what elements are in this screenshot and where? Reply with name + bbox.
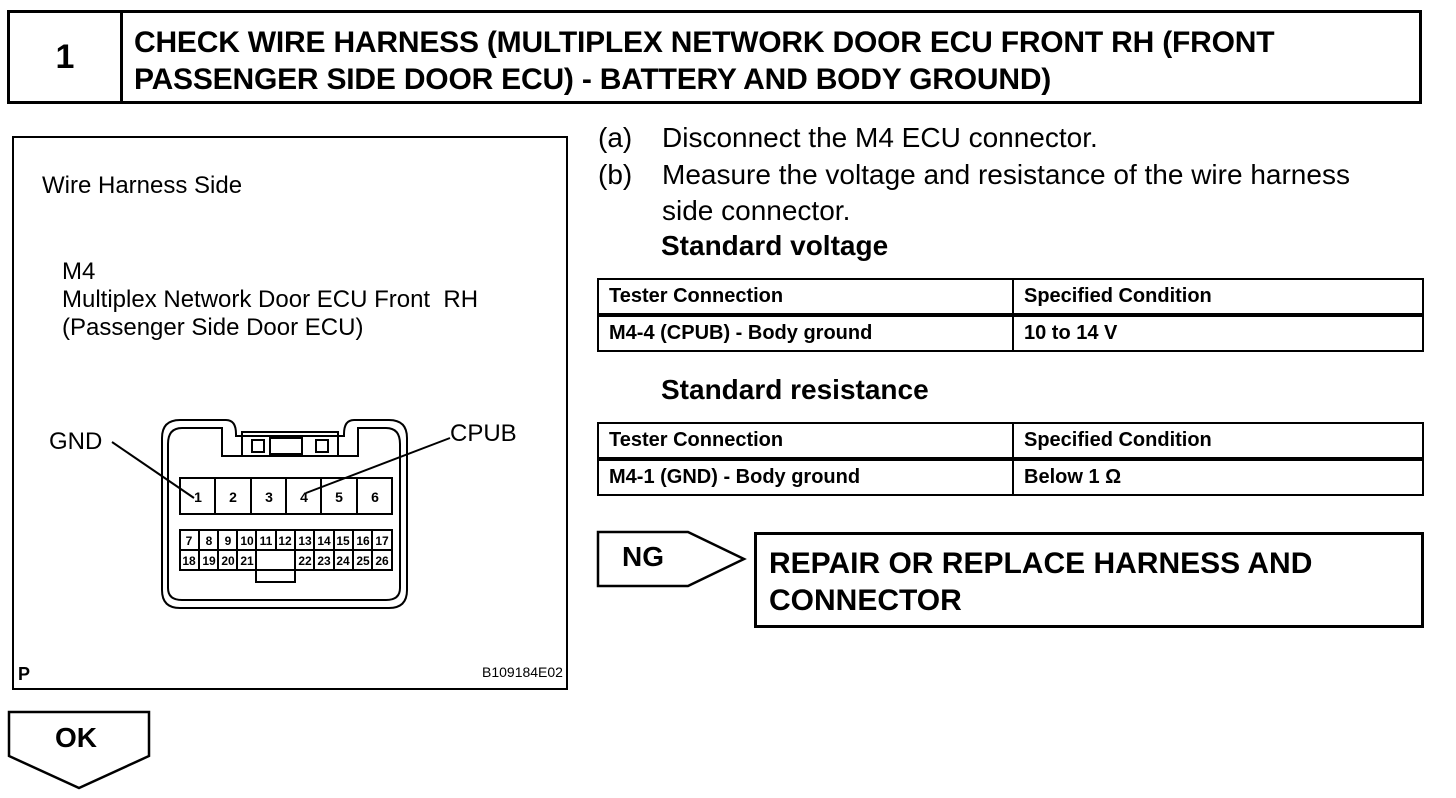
tester-connection-cell: M4-1 (GND) - Body ground bbox=[597, 458, 1014, 496]
connector-description: M4 Multiplex Network Door ECU Front RH (… bbox=[62, 258, 478, 342]
table-header-row: Tester Connection Specified Condition bbox=[597, 278, 1424, 317]
connector-figure: Wire Harness Side M4 Multiplex Network D… bbox=[12, 136, 568, 690]
pin-number: 11 bbox=[260, 534, 273, 548]
ng-label: NG bbox=[622, 541, 664, 572]
pin-number: 17 bbox=[375, 534, 389, 548]
pin-number: 26 bbox=[375, 554, 389, 568]
connector-name-line1: Multiplex Network Door ECU Front RH bbox=[62, 286, 479, 313]
cpub-label: CPUB bbox=[450, 420, 517, 447]
resistance-table: Tester Connection Specified Condition M4… bbox=[597, 422, 1424, 496]
pin-number: 6 bbox=[371, 489, 379, 505]
table-row: M4-4 (CPUB) - Body ground 10 to 14 V bbox=[597, 314, 1424, 352]
pin-number: 5 bbox=[335, 489, 343, 505]
voltage-table: Tester Connection Specified Condition M4… bbox=[597, 278, 1424, 352]
specified-condition-cell: Below 1 Ω bbox=[1012, 458, 1424, 496]
table-header-row: Tester Connection Specified Condition bbox=[597, 422, 1424, 461]
header-specified-condition: Specified Condition bbox=[1012, 422, 1424, 461]
step-b-letter: (b) bbox=[598, 159, 633, 190]
header-tester-connection: Tester Connection bbox=[597, 278, 1014, 317]
standard-voltage-heading: Standard voltage bbox=[661, 230, 889, 261]
figure-code: B109184E02 bbox=[482, 664, 563, 680]
ng-action-line2: CONNECTOR bbox=[769, 584, 962, 617]
wire-harness-side-label: Wire Harness Side bbox=[42, 172, 243, 199]
pin-number: 12 bbox=[278, 534, 292, 548]
specified-condition-cell: 10 to 14 V bbox=[1012, 314, 1424, 352]
ng-arrow-icon bbox=[596, 530, 747, 588]
pin-number: 19 bbox=[202, 554, 216, 568]
step-title: CHECK WIRE HARNESS (MULTIPLEX NETWORK DO… bbox=[134, 26, 1275, 96]
cpub-leader-line bbox=[305, 437, 451, 494]
pin-number: 16 bbox=[356, 534, 370, 548]
pin-number: 7 bbox=[186, 534, 193, 548]
pin-number: 14 bbox=[317, 534, 331, 548]
pin-number: 22 bbox=[298, 554, 312, 568]
connector-housing bbox=[161, 419, 408, 609]
header-specified-condition: Specified Condition bbox=[1012, 278, 1424, 317]
table-row: M4-1 (GND) - Body ground Below 1 Ω bbox=[597, 458, 1424, 496]
ng-action-box: REPAIR OR REPLACE HARNESS AND CONNECTOR bbox=[754, 532, 1424, 628]
step-a-text: Disconnect the M4 ECU connector. bbox=[662, 122, 1098, 153]
pin-number: 10 bbox=[240, 534, 254, 548]
ng-action-line1: REPAIR OR REPLACE HARNESS AND bbox=[769, 547, 1313, 580]
step-a-letter: (a) bbox=[598, 122, 633, 153]
pin-number: 15 bbox=[336, 534, 350, 548]
gnd-leader-line bbox=[111, 441, 195, 499]
pin-number: 2 bbox=[229, 489, 237, 505]
pin-number: 4 bbox=[300, 489, 308, 505]
step-number: 1 bbox=[10, 13, 123, 101]
step-b-text-line1: Measure the voltage and resistance of th… bbox=[662, 159, 1350, 190]
pin-number: 3 bbox=[265, 489, 273, 505]
pin-number: 21 bbox=[240, 554, 254, 568]
pin-number: 18 bbox=[182, 554, 196, 568]
pin-number: 1 bbox=[194, 489, 202, 505]
pin-number: 23 bbox=[317, 554, 331, 568]
connector-name-line2: (Passenger Side Door ECU) bbox=[62, 314, 364, 341]
connector-id: M4 bbox=[62, 258, 96, 285]
pin-number: 8 bbox=[206, 534, 213, 548]
tester-connection-cell: M4-4 (CPUB) - Body ground bbox=[597, 314, 1014, 352]
ok-label: OK bbox=[55, 722, 97, 753]
gnd-label: GND bbox=[49, 428, 103, 455]
ok-arrow-icon bbox=[7, 710, 151, 790]
header-tester-connection: Tester Connection bbox=[597, 422, 1014, 461]
connector-drawing: 1 2 3 4 5 6 7 8 9 10 11 12 13 14 15 16 1… bbox=[111, 419, 451, 609]
instruction-steps: (a) Disconnect the M4 ECU connector. (b)… bbox=[598, 121, 1428, 231]
standard-resistance-heading: Standard resistance bbox=[661, 374, 929, 405]
pin-number: 20 bbox=[221, 554, 235, 568]
pin-number: 9 bbox=[225, 534, 232, 548]
pin-number: 25 bbox=[356, 554, 370, 568]
pin-number: 24 bbox=[336, 554, 350, 568]
step-header: 1 CHECK WIRE HARNESS (MULTIPLEX NETWORK … bbox=[7, 10, 1422, 104]
step-b-text-line2: side connector. bbox=[662, 195, 851, 226]
pin-number: 13 bbox=[298, 534, 312, 548]
corner-mark: P bbox=[18, 664, 31, 684]
